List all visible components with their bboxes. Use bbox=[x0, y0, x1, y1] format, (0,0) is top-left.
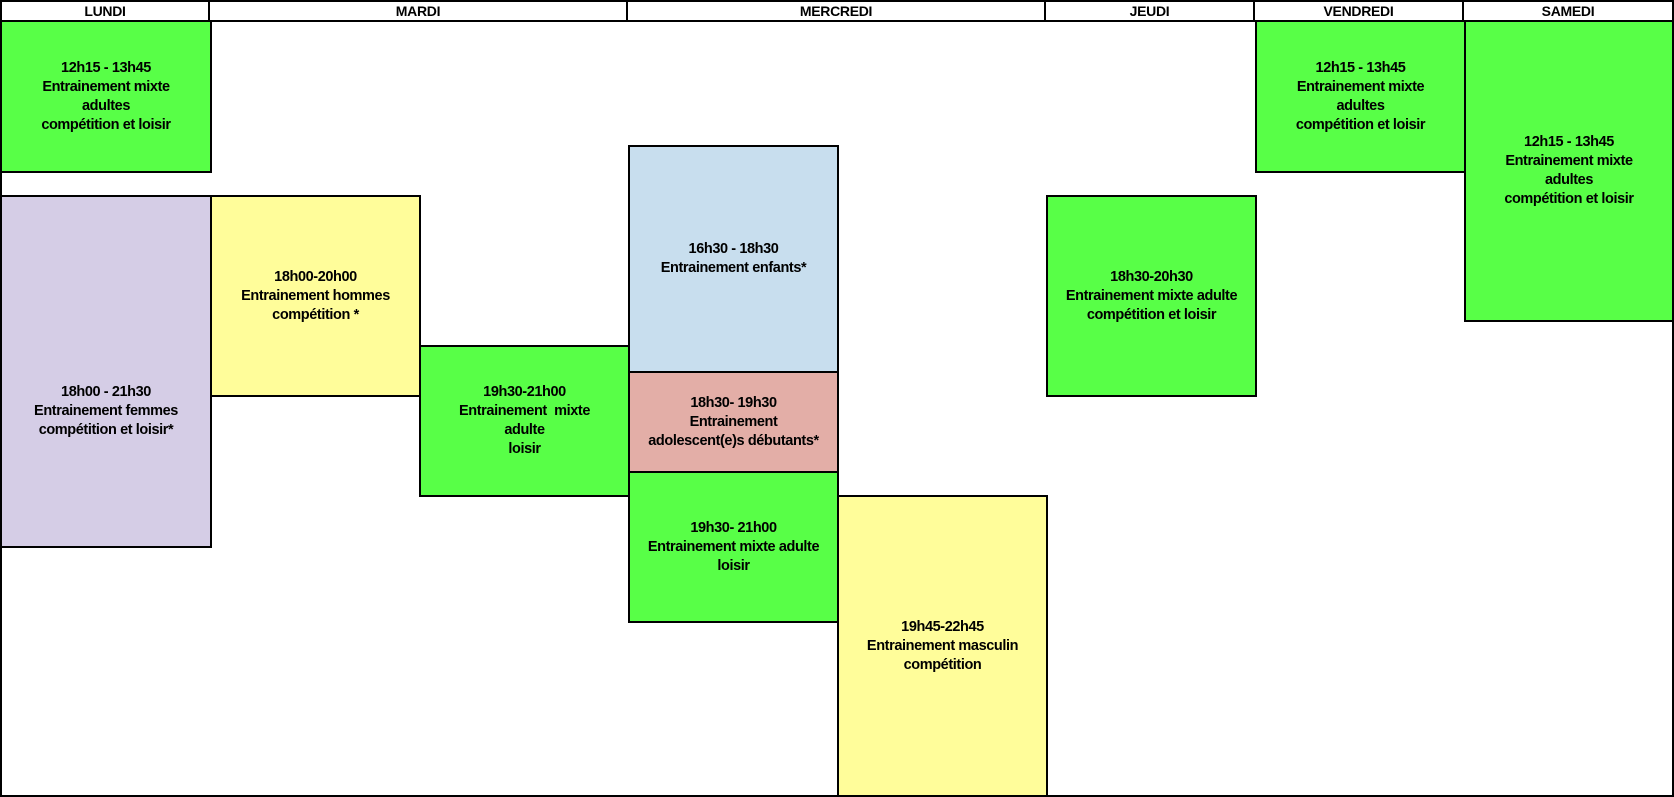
session-time: 12h15 - 13h45 bbox=[1315, 59, 1406, 76]
session-time: 18h30- 19h30 bbox=[690, 394, 777, 411]
session-line: Entrainement masculin bbox=[866, 637, 1019, 654]
session-line: adultes bbox=[82, 97, 130, 114]
day-header-mercredi: MERCREDI bbox=[626, 0, 1046, 22]
session-vendredi-midi: 12h15 - 13h45 Entrainement mixte adultes… bbox=[1255, 20, 1466, 173]
session-time: 18h00 - 21h30 bbox=[61, 384, 151, 400]
session-line: compétition et loisir bbox=[1086, 306, 1217, 323]
session-time: 16h30 - 18h30 bbox=[688, 241, 779, 257]
session-line: loisir bbox=[717, 557, 750, 574]
session-lundi-midi: 12h15 - 13h45 Entrainement mixte adultes… bbox=[0, 20, 212, 173]
session-mercredi-enfants: 16h30 - 18h30 Entrainement enfants* bbox=[628, 145, 839, 373]
session-line: adulte bbox=[504, 422, 545, 438]
session-line: adultes bbox=[1336, 97, 1385, 114]
session-line: loisir bbox=[508, 441, 541, 457]
session-line: compétition et loisir* bbox=[38, 422, 174, 438]
session-mardi-mixte: 19h30-21h00 Entrainement mixte adulte lo… bbox=[419, 345, 630, 497]
session-time: 18h00-20h00 bbox=[274, 268, 357, 285]
session-line: Entrainement mixte bbox=[1296, 78, 1425, 95]
day-header-samedi: SAMEDI bbox=[1462, 0, 1674, 22]
session-line: Entrainement femmes bbox=[34, 403, 178, 419]
session-lundi-soir: 18h00 - 21h30 Entrainement femmes compét… bbox=[0, 195, 212, 548]
session-line: compétition et loisir bbox=[1504, 191, 1634, 207]
day-header-mardi: MARDI bbox=[208, 0, 628, 22]
session-line: compétition et loisir bbox=[41, 116, 171, 133]
session-line: Entrainement mixte bbox=[42, 78, 170, 95]
session-line: Entrainement bbox=[689, 413, 778, 430]
session-line: compétition et loisir bbox=[1295, 116, 1426, 133]
session-line: Entrainement enfants* bbox=[660, 260, 807, 276]
session-jeudi-mixte: 18h30-20h30 Entrainement mixte adulte co… bbox=[1046, 195, 1257, 397]
session-mercredi-masculin: 19h45-22h45 Entrainement masculin compét… bbox=[837, 495, 1048, 797]
session-line: compétition bbox=[903, 656, 982, 673]
session-time: 19h45-22h45 bbox=[901, 618, 984, 635]
session-line: Entrainement mixte adulte bbox=[1065, 287, 1238, 304]
session-line: adultes bbox=[1545, 172, 1593, 188]
session-line: Entrainement hommes bbox=[241, 287, 390, 304]
session-time: 12h15 - 13h45 bbox=[1524, 134, 1614, 150]
session-line: adolescent(e)s débutants* bbox=[648, 432, 819, 449]
session-time: 19h30-21h00 bbox=[483, 384, 566, 400]
day-header-vendredi: VENDREDI bbox=[1253, 0, 1464, 22]
day-header-jeudi: JEUDI bbox=[1044, 0, 1255, 22]
session-mardi-hommes: 18h00-20h00 Entrainement hommes compétit… bbox=[210, 195, 421, 397]
session-time: 19h30- 21h00 bbox=[690, 519, 777, 536]
session-time: 18h30-20h30 bbox=[1110, 268, 1193, 285]
session-line: Entrainement mixte bbox=[459, 403, 590, 419]
session-mercredi-ados: 18h30- 19h30 Entrainement adolescent(e)s… bbox=[628, 371, 839, 473]
session-line: Entrainement mixte adulte bbox=[647, 538, 820, 555]
session-mercredi-mixte: 19h30- 21h00 Entrainement mixte adulte l… bbox=[628, 471, 839, 623]
session-line: compétition * bbox=[272, 306, 359, 323]
session-line: Entrainement mixte bbox=[1505, 153, 1633, 169]
session-time: 12h15 - 13h45 bbox=[61, 59, 151, 76]
day-header-lundi: LUNDI bbox=[0, 0, 210, 22]
session-samedi-midi: 12h15 - 13h45 Entrainement mixte adultes… bbox=[1464, 20, 1674, 322]
